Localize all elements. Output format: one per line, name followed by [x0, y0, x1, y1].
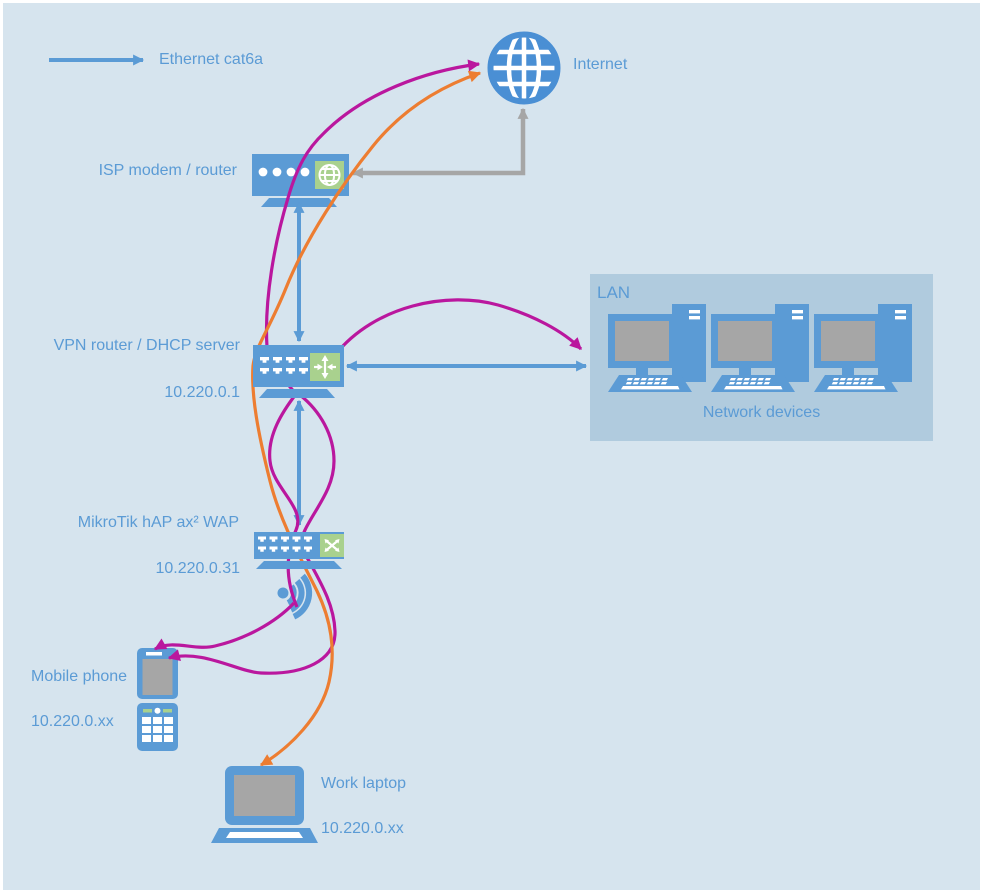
internet-label: Internet	[573, 56, 628, 73]
desktop-pc-icon	[608, 304, 706, 392]
vpn-router-ports	[260, 357, 308, 374]
isp-modem-label: ISP modem / router	[98, 162, 237, 179]
connectors	[49, 54, 588, 767]
wap-ip: 10.220.0.31	[155, 560, 240, 577]
work-laptop-label: Work laptop	[321, 775, 407, 792]
wap-label: MikroTik hAP ax² WAP	[77, 514, 239, 531]
wap-ports	[258, 536, 312, 552]
vpn-router-label: VPN router / DHCP server	[53, 337, 240, 354]
vpn-router-base	[259, 389, 335, 398]
router-arrows-icon	[314, 355, 336, 379]
desktop-pc-icon	[814, 304, 912, 392]
phone-screen	[142, 659, 173, 695]
lan-group: LAN	[590, 274, 933, 441]
work-laptop-ip: 10.220.0.xx	[321, 820, 404, 837]
phone-speaker	[146, 652, 162, 656]
lan-label: LAN	[597, 283, 631, 302]
vpn-router-ip: 10.220.0.1	[164, 384, 240, 401]
isp-modem-base	[261, 198, 337, 207]
isp-modem-icon	[252, 154, 349, 207]
mobile-phone-ip: 10.220.0.xx	[31, 713, 114, 730]
mobile-phone-icon	[137, 648, 178, 751]
legend-label: Ethernet cat6a	[159, 51, 264, 68]
network-devices-label: Network devices	[702, 404, 821, 421]
work-laptop-icon	[211, 766, 318, 843]
wap-icon	[254, 532, 344, 569]
vpn-router-icon	[253, 345, 344, 398]
phone-controls	[143, 707, 172, 714]
laptop-keyboard	[226, 832, 303, 838]
flow-vpn-lan	[333, 298, 583, 357]
connector-isp-internet	[351, 107, 529, 179]
phone-keypad	[142, 717, 173, 742]
globe-grid	[490, 34, 558, 102]
flow-wifi-internet	[264, 59, 481, 608]
wap-base	[256, 561, 342, 569]
internet-globe-icon	[487, 31, 561, 105]
desktop-pc-icon	[711, 304, 809, 392]
mobile-phone-label: Mobile phone	[31, 668, 128, 685]
laptop-screen	[234, 775, 295, 816]
switch-cross-icon	[324, 539, 340, 552]
globe-glyph-icon	[318, 164, 341, 186]
